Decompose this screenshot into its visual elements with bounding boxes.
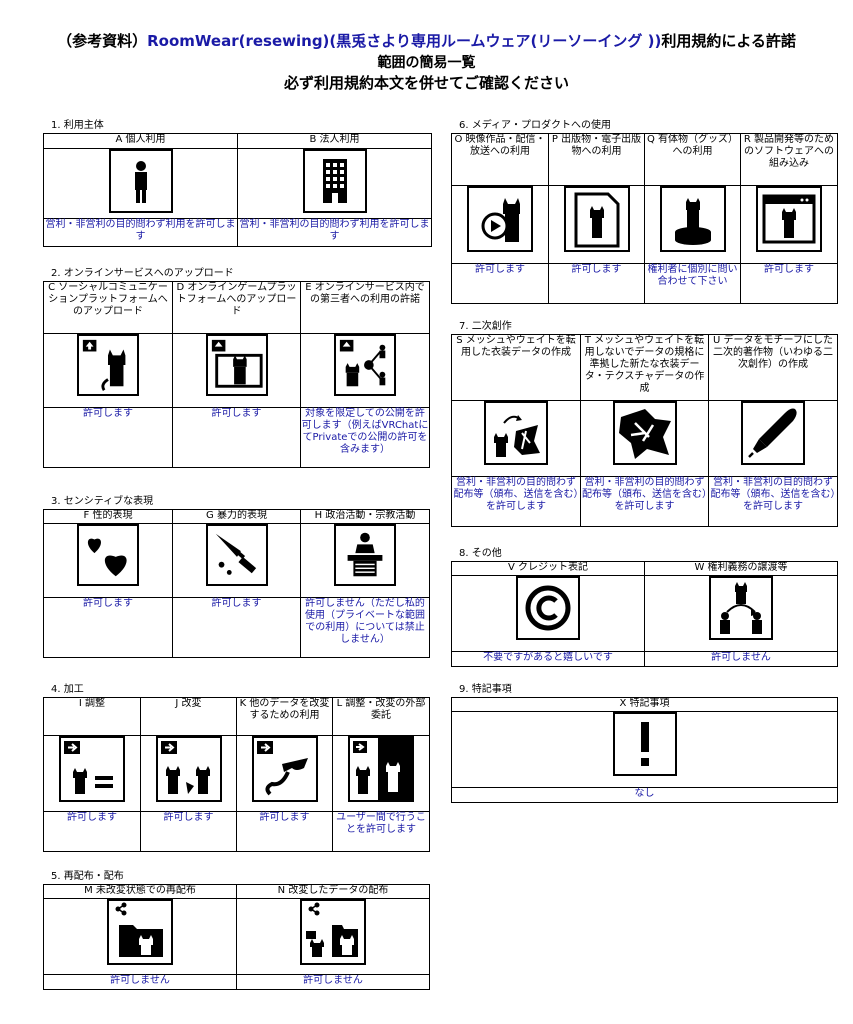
share-modified-icon	[300, 899, 366, 965]
header-h: H 政治活動・宗教活動	[300, 509, 430, 524]
reuse-icon	[251, 736, 318, 802]
answer-p: 許可します	[548, 263, 645, 304]
section-other: 8. その他 V クレジット表記 W 権利義務の譲渡等 不要ですがあると嬉しいで…	[451, 547, 838, 667]
answer-f: 許可します	[43, 597, 173, 658]
knife-icon	[205, 524, 268, 586]
answer-l: ユーザー間で行うことを許可します	[332, 811, 430, 852]
copyright-icon	[516, 576, 580, 640]
texture-icon	[612, 401, 677, 465]
transfer-icon	[709, 576, 773, 640]
header-d: D オンラインゲームプラットフォームへのアップロード	[172, 281, 301, 334]
answer-k: 許可します	[236, 811, 333, 852]
answer-g: 許可します	[172, 597, 301, 658]
answer-s: 営利・非営利の目的問わず配布等（頒布、送信を含む）を許可します	[451, 476, 581, 527]
section-online-upload: 2. オンラインサービスへのアップロード C ソーシャルコミュニケーションプラッ…	[43, 267, 430, 468]
answer-t: 営利・非営利の目的問わず配布等（頒布、送信を含む）を許可します	[580, 476, 709, 527]
video-icon	[467, 186, 533, 252]
answer-e: 対象を限定しての公開を許可します（例えばVRChatにてPrivateでの公開の…	[300, 407, 430, 468]
section-usage-subject: 1. 利用主体 A 個人利用 B 法人利用 営利・非営利の目的問わず利用を許可し…	[43, 119, 432, 247]
figure-icon	[659, 186, 726, 252]
header-k: K 他のデータを改変するための利用	[236, 697, 333, 736]
section-special-notes: 9. 特記事項 X 特記事項 なし	[451, 683, 838, 803]
answer-d: 許可します	[172, 407, 301, 468]
answer-n: 許可しません	[236, 974, 430, 990]
header-j: J 改変	[140, 697, 237, 736]
section-title: 2. オンラインサービスへのアップロード	[51, 268, 234, 279]
header-a: A 個人利用	[43, 133, 238, 149]
section-title: 7. 二次創作	[459, 321, 512, 332]
header-p: P 出版物・電子出版物への利用	[548, 133, 645, 186]
section-title: 6. メディア・プロダクトへの使用	[459, 120, 612, 131]
modify-icon	[155, 736, 222, 802]
header-t: T メッシュやウェイトを転用しないでデータの規格に準拠した新たな衣装データ・テク…	[580, 334, 709, 401]
answer-v: 不要ですがあると嬉しいです	[451, 651, 645, 667]
answer-q: 権利者に個別に問い合わせて下さい	[644, 263, 741, 304]
header-x: X 特記事項	[451, 697, 838, 712]
podium-icon	[334, 524, 396, 586]
answer-b: 営利・非営利の目的問わず利用を許可します	[237, 218, 432, 247]
page-title-line1: （参考資料）RoomWear(resewing)(黒兎さより専用ルームウェア(リ…	[57, 32, 796, 50]
section-media-products: 6. メディア・プロダクトへの使用 O 映像作品・配信・放送への利用 P 出版物…	[451, 119, 838, 304]
header-l: L 調整・改変の外部委託	[332, 697, 430, 736]
section-title: 1. 利用主体	[51, 120, 104, 131]
answer-m: 許可しません	[43, 974, 237, 990]
pen-icon	[741, 401, 805, 465]
header-r: R 製品開発等のためのソフトウェアへの組み込み	[740, 133, 838, 186]
share-folder-icon	[107, 899, 173, 965]
header-o: O 映像作品・配信・放送への利用	[451, 133, 549, 186]
header-f: F 性的表現	[43, 509, 173, 524]
answer-r: 許可します	[740, 263, 838, 304]
answer-h: 許可しません（ただし私的使用（プライベートな範囲での利用）については禁止しません…	[300, 597, 430, 658]
terms-link[interactable]: RoomWear(resewing)(黒兎さより専用ルームウェア(リーソーイング…	[147, 32, 662, 50]
section-title: 5. 再配布・配布	[51, 871, 124, 882]
adjust-icon	[59, 736, 125, 802]
section-title: 9. 特記事項	[459, 684, 512, 695]
outsource-icon	[348, 736, 414, 802]
answer-c: 許可します	[43, 407, 173, 468]
header-e: E オンラインサービス内での第三者への利用の許諾	[300, 281, 430, 334]
header-q: Q 有体物（グッズ）への利用	[644, 133, 741, 186]
upload-monitor-icon	[205, 334, 268, 396]
mesh-icon	[484, 401, 548, 465]
person-icon	[108, 149, 173, 213]
section-title: 3. センシティブな表現	[51, 496, 154, 507]
upload-share-icon	[334, 334, 396, 396]
section-title: 4. 加工	[51, 684, 84, 695]
upload-avatar-icon	[77, 334, 139, 396]
answer-o: 許可します	[451, 263, 549, 304]
header-m: M 未改変状態での再配布	[43, 884, 237, 899]
exclamation-icon	[612, 712, 677, 776]
header-g: G 暴力的表現	[172, 509, 301, 524]
building-icon	[302, 149, 367, 213]
answer-w: 許可しません	[644, 651, 838, 667]
hearts-icon	[77, 524, 139, 586]
header-b: B 法人利用	[237, 133, 432, 149]
software-icon	[756, 186, 822, 252]
section-title: 8. その他	[459, 548, 502, 559]
header-i: I 調整	[43, 697, 141, 736]
page-title-line2: 範囲の簡易一覧	[377, 55, 476, 71]
document-icon	[563, 186, 630, 252]
answer-a: 営利・非営利の目的問わず利用を許可します	[43, 218, 238, 247]
header-s: S メッシュやウェイトを転用した衣装データの作成	[451, 334, 581, 401]
answer-i: 許可します	[43, 811, 141, 852]
section-redistribution: 5. 再配布・配布 M 未改変状態での再配布 N 改変したデータの配布 許可しま…	[43, 870, 430, 990]
answer-j: 許可します	[140, 811, 237, 852]
header-u: U データをモチーフにした二次的著作物（いわゆる二次創作）の作成	[708, 334, 838, 401]
header-w: W 権利義務の譲渡等	[644, 561, 838, 576]
section-processing: 4. 加工 I 調整 J 改変 K 他のデータを改変するための利用 L 調整・改…	[43, 683, 430, 852]
section-sensitive-expression: 3. センシティブな表現 F 性的表現 G 暴力的表現 H 政治活動・宗教活動 …	[43, 495, 430, 658]
section-derivative-works: 7. 二次創作 S メッシュやウェイトを転用した衣装データの作成 T メッシュや…	[451, 320, 838, 527]
header-n: N 改変したデータの配布	[236, 884, 430, 899]
header-v: V クレジット表記	[451, 561, 645, 576]
page-title-line3: 必ず利用規約本文を併せてご確認ください	[283, 74, 569, 92]
answer-u: 営利・非営利の目的問わず配布等（頒布、送信を含む）を許可します	[708, 476, 838, 527]
answer-x: なし	[451, 787, 838, 803]
header-c: C ソーシャルコミュニケーションプラットフォームへのアップロード	[43, 281, 173, 334]
